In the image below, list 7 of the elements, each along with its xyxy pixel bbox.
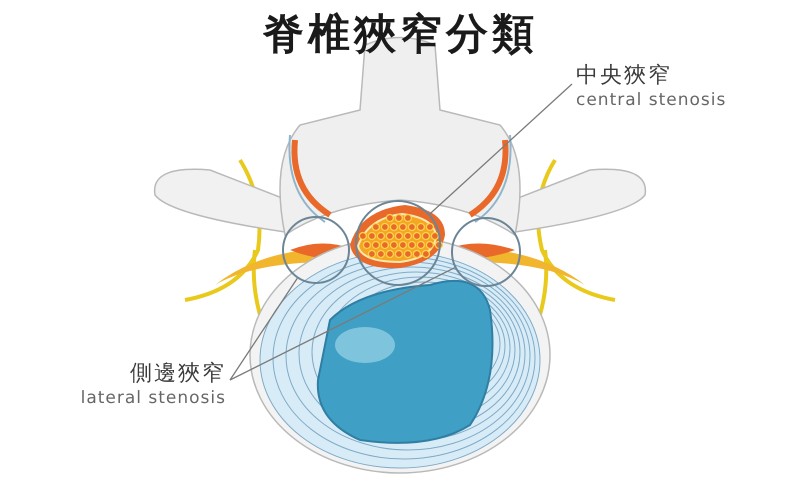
callout-sublabel: central stenosis: [576, 90, 726, 111]
leader-line: [229, 278, 298, 380]
callout-label: 中央狹窄: [576, 62, 672, 90]
leader-line: [429, 84, 572, 214]
callout-sublabel: lateral stenosis: [80, 388, 226, 409]
diagram-title: 脊椎狹窄分類: [261, 8, 539, 60]
callout-label: 側邊狹窄: [130, 360, 226, 388]
